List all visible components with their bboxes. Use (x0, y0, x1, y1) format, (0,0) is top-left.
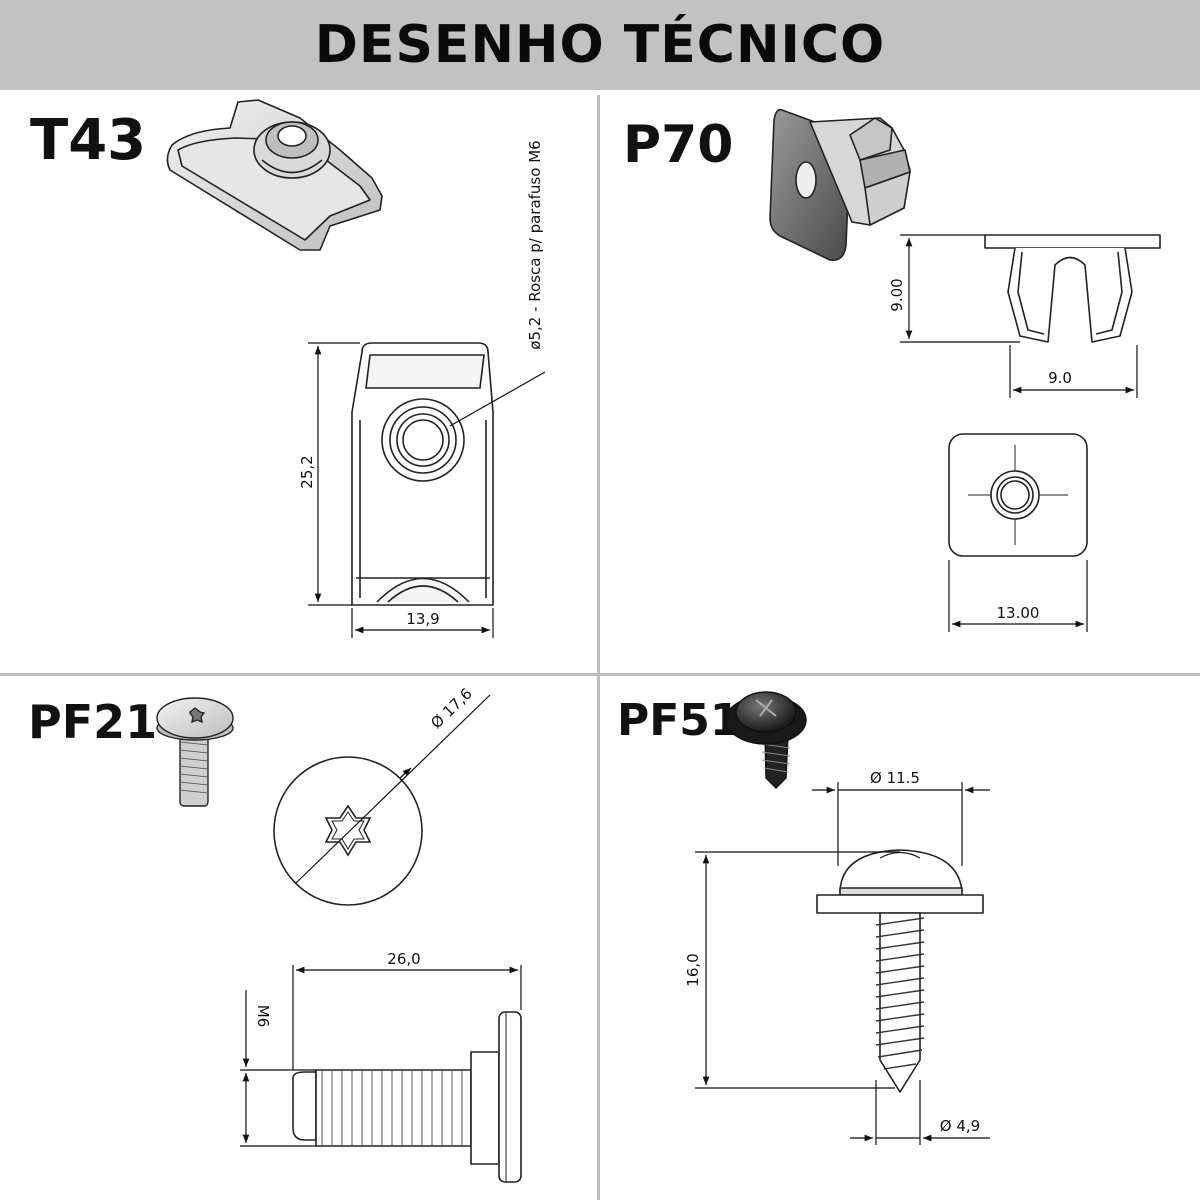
pf51-dimensions (695, 782, 990, 1145)
p70-square-label: 13.00 (997, 604, 1040, 622)
t43-iso-clip (166, 99, 383, 251)
pf21-thread-label: M6 (254, 1005, 272, 1028)
t43-width-label: 13,9 (406, 610, 439, 628)
part-code-pf51: PF51 (617, 695, 741, 746)
pf51-length-label: 16,0 (684, 953, 702, 986)
pf21-side-view (292, 1011, 522, 1183)
p70-iso-nut (769, 108, 911, 262)
pf51-side-view (816, 849, 984, 1093)
pf21-head-diameter-label: Ø 17,6 (427, 685, 475, 733)
part-code-pf21: PF21 (28, 695, 158, 749)
pf21-iso-bolt (156, 697, 234, 807)
t43-dimensions (308, 342, 546, 638)
pf21-dimensions (240, 965, 522, 1147)
pf21-length-label: 26,0 (387, 950, 420, 968)
horizontal-divider (0, 673, 1200, 676)
pf51-iso-screw (725, 691, 807, 789)
t43-front-view (351, 342, 494, 606)
t43-height-label: 25,2 (298, 455, 316, 488)
pf51-shank-diameter-label: Ø 4,9 (940, 1117, 980, 1135)
p70-width-label: 9.0 (1048, 369, 1072, 387)
part-code-t43: T43 (30, 108, 147, 173)
p70-height-label: 9.00 (888, 278, 906, 311)
pf21-head-dimension (295, 694, 491, 884)
pf51-head-diameter-label: Ø 11.5 (870, 769, 920, 787)
part-code-p70: P70 (623, 115, 734, 175)
p70-side-view (984, 234, 1161, 343)
vertical-divider (597, 95, 600, 1200)
t43-thread-note: ø5,2 - Rosca p/ parafuso M6 (526, 140, 544, 349)
p70-square-dimension (948, 560, 1088, 632)
p70-top-view (948, 433, 1088, 557)
page-title: DESENHO TÉCNICO (314, 15, 886, 75)
header-banner: DESENHO TÉCNICO (0, 0, 1200, 90)
p70-dimensions (900, 234, 1138, 398)
